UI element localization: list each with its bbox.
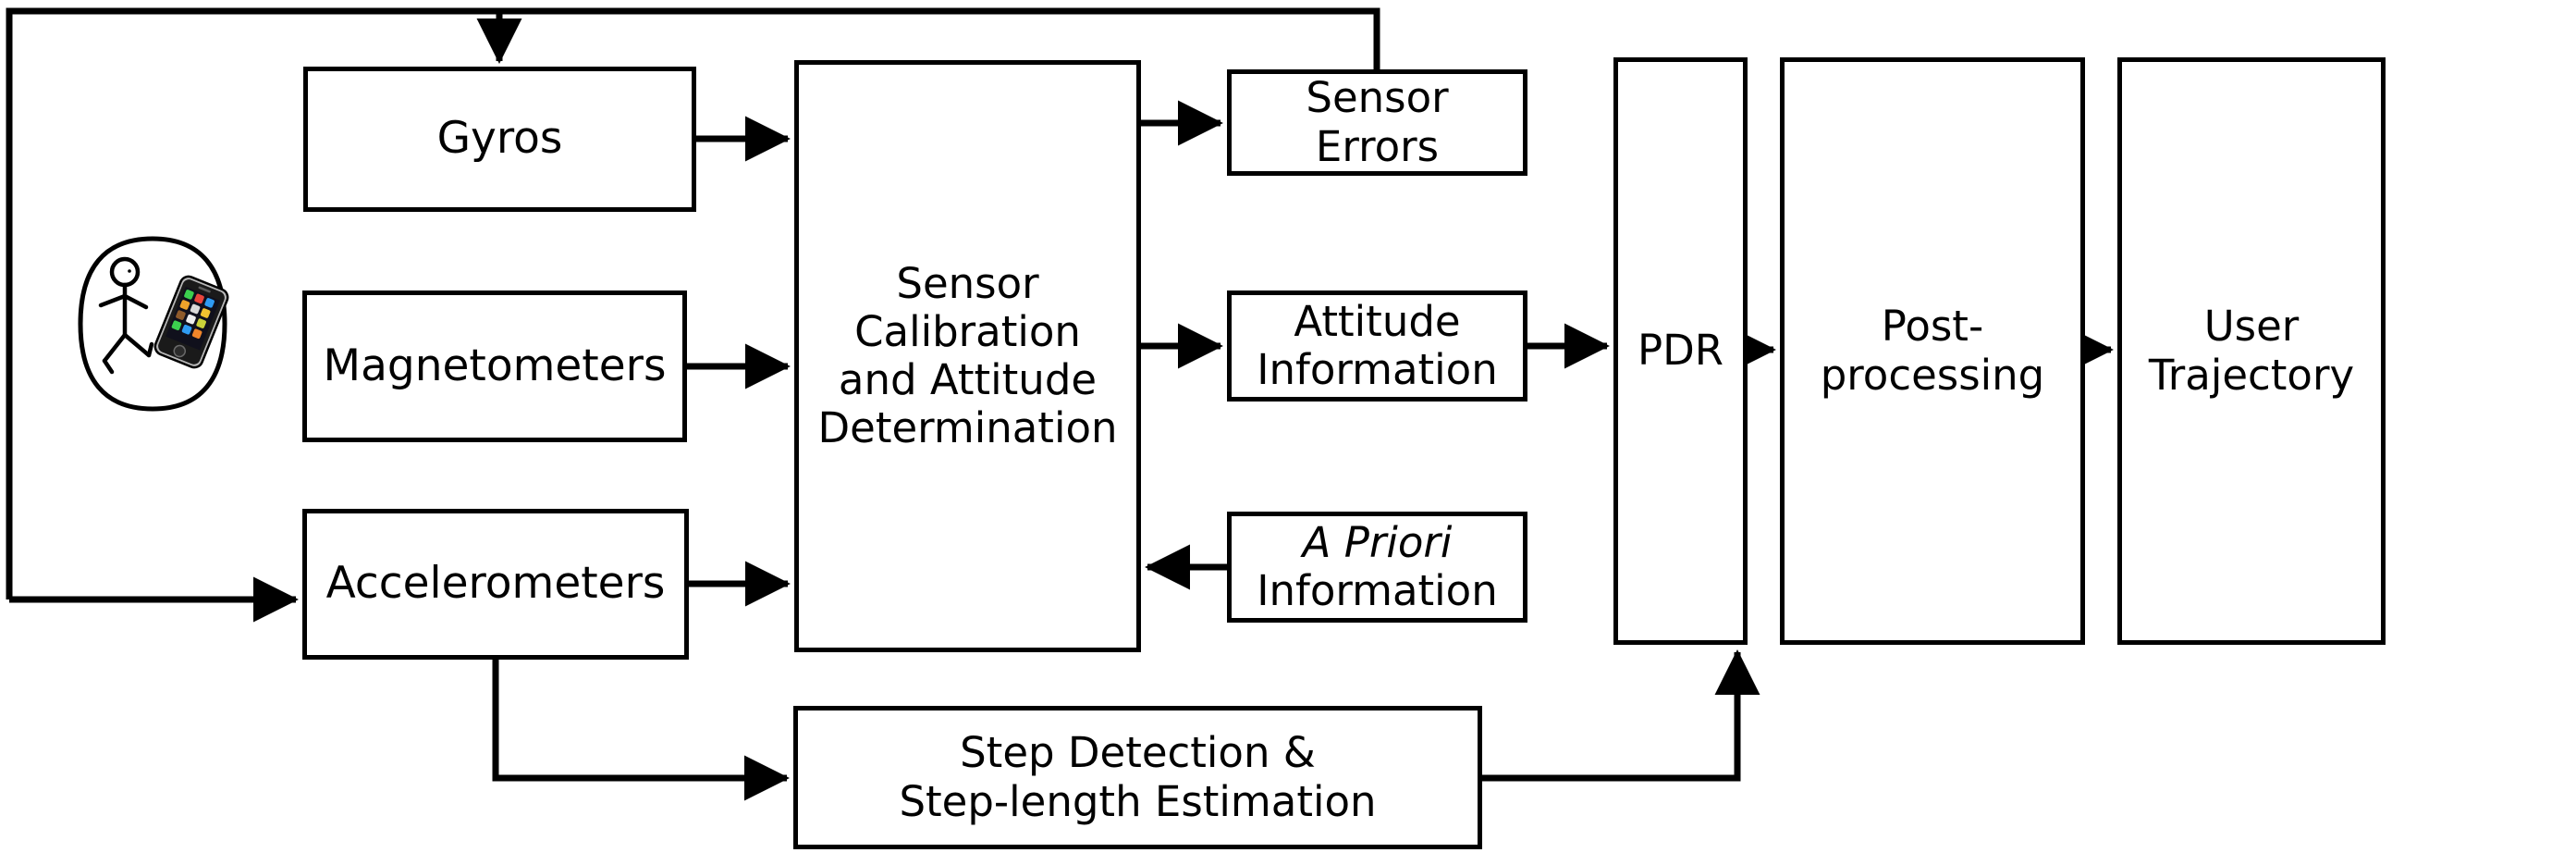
- line-1: A Priori: [1302, 517, 1453, 567]
- node-gyros[interactable]: Gyros: [303, 67, 696, 212]
- node-a-priori-information[interactable]: A Priori Information: [1227, 512, 1527, 623]
- node-post-processing-label: Post- processing: [1790, 302, 2075, 400]
- line-1: Post-: [1881, 302, 1984, 352]
- node-attitude-information[interactable]: Attitude Information: [1227, 290, 1527, 402]
- node-user-trajectory-label: User Trajectory: [2128, 302, 2375, 400]
- line-2: Errors: [1315, 121, 1440, 171]
- line-2: Step-length Estimation: [899, 776, 1377, 826]
- line-4: Determination: [817, 403, 1118, 453]
- edge-accelerometers-to-step-detection: [492, 660, 790, 801]
- node-sensor-calibration-and-attitude-determination[interactable]: Sensor Calibration and Attitude Determin…: [794, 60, 1141, 652]
- node-user-trajectory[interactable]: User Trajectory: [2117, 57, 2386, 645]
- node-gyros-label: Gyros: [436, 113, 563, 165]
- node-step-detection-and-step-length-estimation[interactable]: Step Detection & Step-length Estimation: [793, 706, 1482, 849]
- node-sensor-errors[interactable]: Sensor Errors: [1227, 69, 1527, 176]
- line-2: Information: [1257, 345, 1498, 394]
- node-pdr-label: PDR: [1637, 326, 1724, 376]
- node-sensor-calibration-label: Sensor Calibration and Attitude Determin…: [804, 258, 1131, 453]
- line-2: Trajectory: [2148, 350, 2355, 400]
- line-3: and Attitude: [838, 355, 1098, 404]
- edge-step-detection-to-pdr: [1482, 649, 1760, 782]
- node-magnetometers[interactable]: Magnetometers: [302, 290, 687, 442]
- line-2: processing: [1820, 350, 2045, 400]
- node-post-processing[interactable]: Post- processing: [1780, 57, 2085, 645]
- node-step-detection-label: Step Detection & Step-length Estimation: [803, 728, 1472, 826]
- node-pdr[interactable]: PDR: [1613, 57, 1748, 645]
- node-accelerometers[interactable]: Accelerometers: [302, 509, 689, 660]
- node-magnetometers-label: Magnetometers: [323, 340, 667, 391]
- node-sensor-errors-label: Sensor Errors: [1237, 73, 1517, 171]
- line-1: Attitude: [1294, 296, 1461, 346]
- pedestrian-with-smartphone-icon: [60, 233, 245, 414]
- node-attitude-information-label: Attitude Information: [1237, 296, 1517, 394]
- line-1: Sensor: [1306, 73, 1449, 123]
- node-a-priori-information-label: A Priori Information: [1237, 517, 1517, 615]
- line-1: Sensor: [896, 258, 1039, 308]
- line-1: User: [2203, 302, 2300, 352]
- line-2: Information: [1257, 566, 1498, 615]
- line-2: Calibration: [854, 306, 1081, 356]
- line-1: Step Detection &: [960, 728, 1316, 778]
- node-accelerometers-label: Accelerometers: [325, 558, 666, 610]
